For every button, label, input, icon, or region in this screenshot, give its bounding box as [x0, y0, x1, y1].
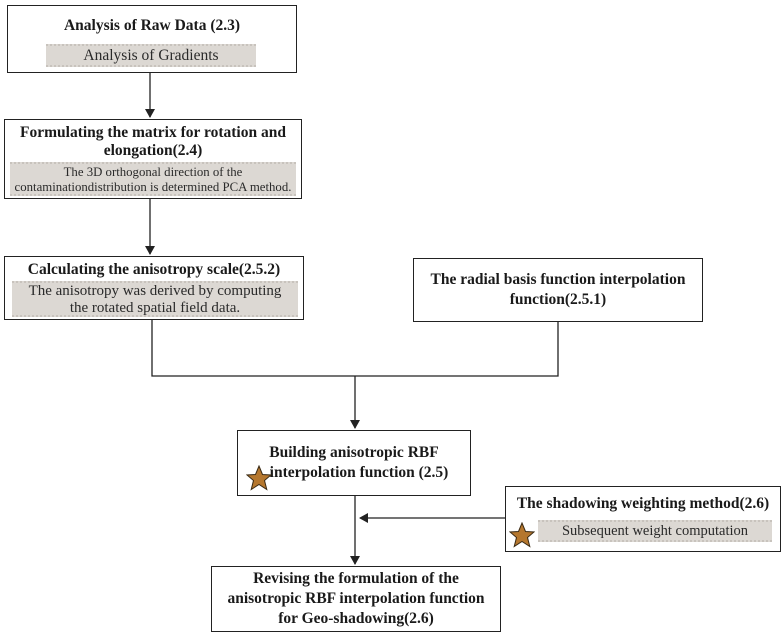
anisotropy-note-line1: The anisotropy was derived by computing	[28, 283, 282, 299]
revising-box: Revising the formulation of the anisotro…	[211, 566, 501, 632]
raw-data-title: Analysis of Raw Data (2.3)	[63, 17, 241, 34]
shadowing-title: The shadowing weighting method(2.6)	[516, 495, 770, 512]
shadowing-box: The shadowing weighting method(2.6) Subs…	[505, 486, 781, 552]
shadowing-note: Subsequent weight computation	[538, 520, 772, 542]
building-box: Building anisotropic RBF interpolation f…	[237, 430, 471, 496]
anisotropy-title: Calculating the anisotropy scale(2.5.2)	[27, 261, 281, 278]
building-title-line1: Building anisotropic RBF	[269, 444, 439, 461]
rbf-title-line2: function(2.5.1)	[509, 291, 607, 308]
star-icon	[509, 522, 535, 548]
matrix-note-line2: contaminationdistribution is determined …	[14, 180, 292, 194]
matrix-note: The 3D orthogonal direction of the conta…	[10, 162, 296, 196]
matrix-title: Formulating the matrix for rotation and …	[20, 124, 286, 159]
matrix-box: Formulating the matrix for rotation and …	[4, 119, 302, 199]
star-icon	[246, 465, 272, 491]
anisotropy-note-line2: the rotated spatial field data.	[69, 300, 241, 316]
rbf-title-line1: The radial basis function interpolation	[430, 271, 686, 288]
revising-title-line3: for Geo-shadowing(2.6)	[278, 610, 434, 627]
anisotropy-note: The anisotropy was derived by computing …	[12, 281, 298, 317]
raw-data-box: Analysis of Raw Data (2.3) Analysis of G…	[7, 5, 297, 73]
merge-line	[151, 320, 559, 377]
rbf-box: The radial basis function interpolation …	[413, 258, 703, 322]
revising-title-line2: anisotropic RBF interpolation function	[227, 590, 485, 607]
raw-data-note: Analysis of Gradients	[46, 44, 256, 67]
matrix-note-line1: The 3D orthogonal direction of the	[63, 165, 243, 179]
building-title-line2: interpolation function (2.5)	[269, 464, 449, 481]
anisotropy-box: Calculating the anisotropy scale(2.5.2) …	[4, 256, 304, 320]
revising-title-line1: Revising the formulation of the	[253, 570, 459, 587]
